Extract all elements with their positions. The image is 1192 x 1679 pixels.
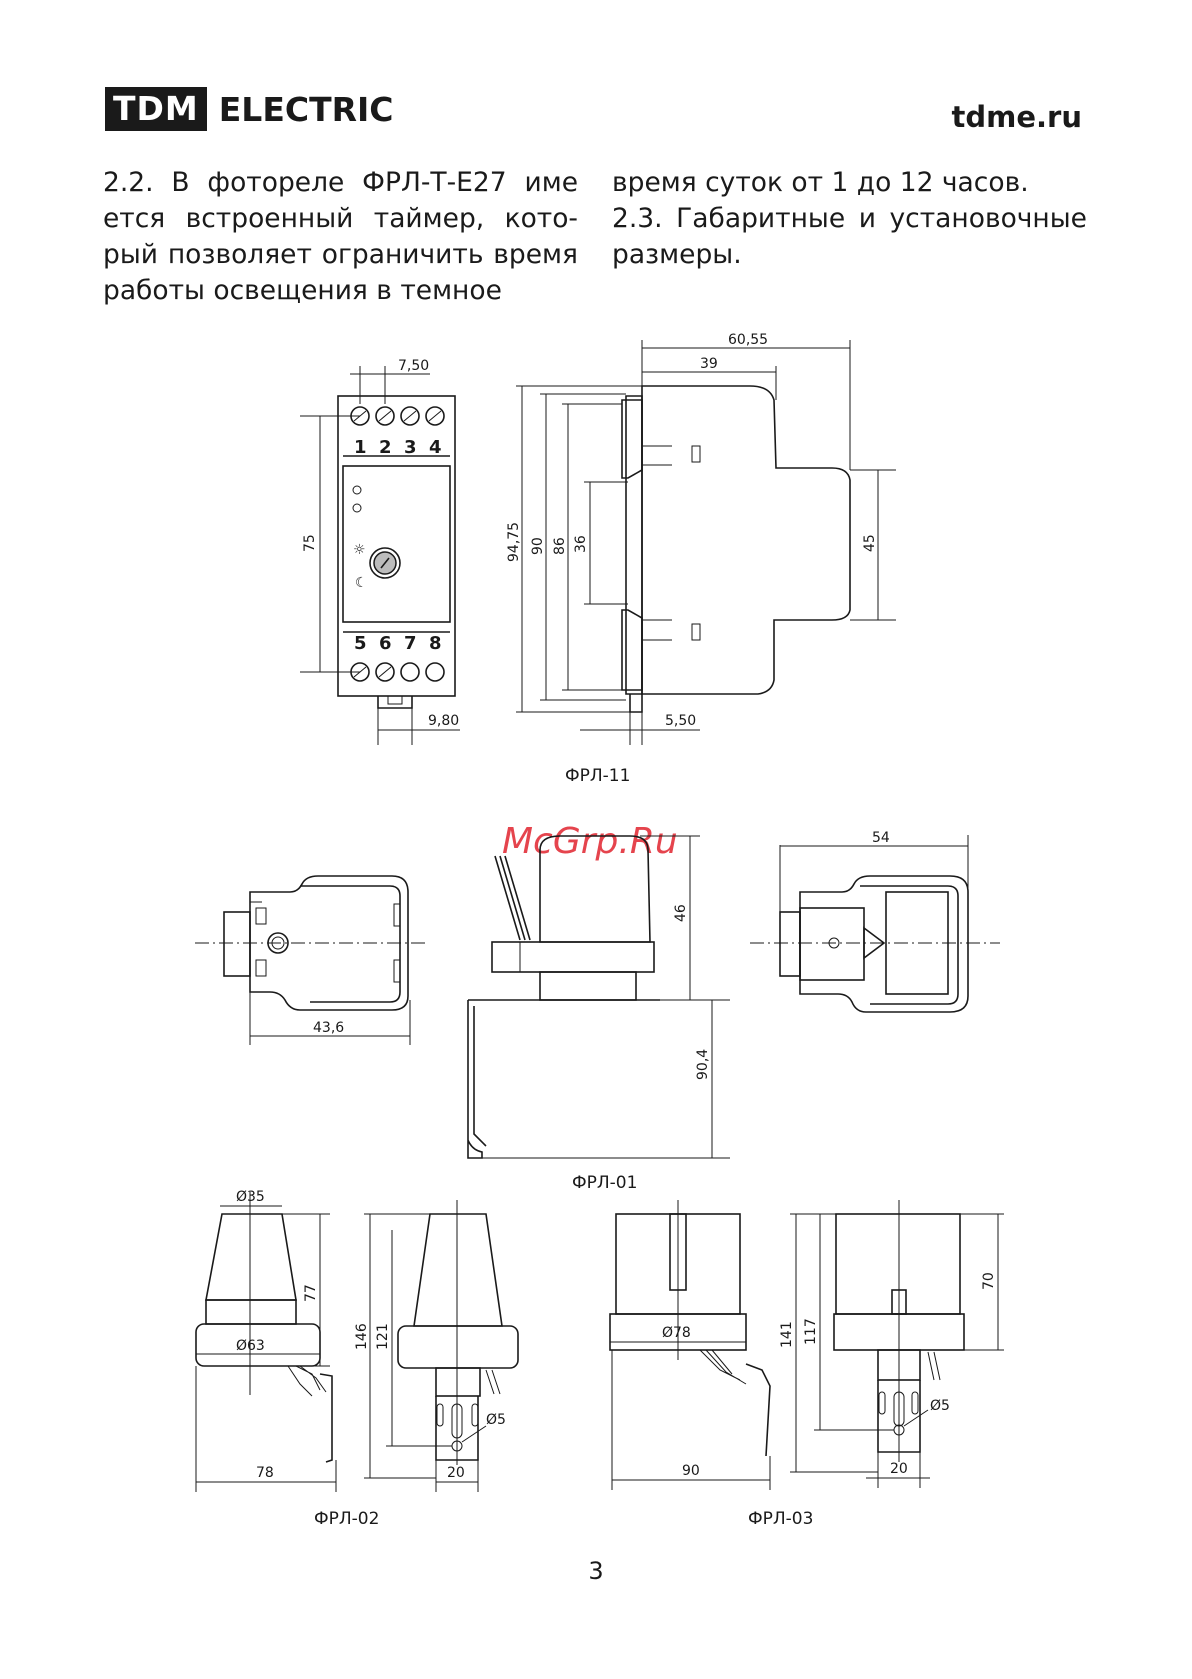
text-column-left: 2.2. В фотореле ФРЛ-Т-Е27 име ется встро… <box>103 165 578 309</box>
terminal-6: 6 <box>379 633 392 654</box>
dim-39: 39 <box>700 356 718 372</box>
logo-box: TDM <box>105 87 207 131</box>
terminal-3: 3 <box>404 437 417 458</box>
dim-86: 86 <box>552 537 568 555</box>
dim-94-75: 94,75 <box>506 522 522 562</box>
paragraph-2-2-end: время суток от 1 до 12 часов. <box>612 167 1029 198</box>
dim-9-80: 9,80 <box>428 713 459 729</box>
dim-d5-frl02: Ø5 <box>486 1412 506 1428</box>
logo-word: ELECTRIC <box>218 89 394 129</box>
terminal-2: 2 <box>379 437 392 458</box>
paragraph-2-3: 2.3. Габаритные и установочные размеры. <box>612 203 1087 270</box>
dim-43-6: 43,6 <box>313 1020 344 1036</box>
terminal-8: 8 <box>429 633 442 654</box>
paragraph-2-2: 2.2. В фотореле ФРЛ-Т-Е27 име ется встро… <box>103 167 578 306</box>
dim-117: 117 <box>803 1318 819 1345</box>
frl01-rear-view: 54 <box>750 830 1000 1013</box>
frl11-front-view: 1 2 3 4 ☼ ☾ 5 6 7 8 7,50 <box>300 358 460 745</box>
frl02-front-view: Ø35 Ø63 77 78 <box>195 1189 337 1492</box>
caption-frl01: ФРЛ-01 <box>572 1173 637 1193</box>
dim-7-50: 7,50 <box>398 358 429 374</box>
dim-77: 77 <box>303 1284 319 1302</box>
text-column-right: время суток от 1 до 12 часов. 2.3. Габар… <box>612 165 1087 273</box>
dim-36: 36 <box>573 535 589 553</box>
dim-45: 45 <box>862 534 878 552</box>
terminal-1: 1 <box>354 437 367 458</box>
dim-60-55: 60,55 <box>728 332 768 348</box>
frl03-front-view: Ø78 90 <box>609 1200 771 1490</box>
frl02-side-view: 146 121 Ø5 20 <box>354 1200 519 1492</box>
frl01-side-view: 46 90,4 <box>467 835 730 1159</box>
site-url: tdme.ru <box>951 100 1082 134</box>
terminal-4: 4 <box>429 437 442 458</box>
dim-78: 78 <box>256 1465 274 1481</box>
dim-d63: Ø63 <box>236 1338 265 1354</box>
frl01-top-view: 43,6 <box>195 875 425 1045</box>
terminal-5: 5 <box>354 633 367 654</box>
caption-frl11: ФРЛ-11 <box>565 766 630 786</box>
dim-90: 90 <box>530 537 546 555</box>
page-number: 3 <box>588 1557 604 1585</box>
watermark: McGrp.Ru <box>502 821 678 862</box>
frl11-side-view: 60,55 39 94,75 90 86 36 45 5,50 <box>506 332 896 745</box>
dim-46: 46 <box>673 904 689 922</box>
dim-d35: Ø35 <box>236 1189 265 1205</box>
dim-70: 70 <box>981 1272 997 1290</box>
brand-logo: TDM ELECTRIC <box>105 87 394 131</box>
moon-icon: ☾ <box>355 575 368 591</box>
dim-90-frl03: 90 <box>682 1463 700 1479</box>
dim-75: 75 <box>302 534 318 552</box>
dim-121: 121 <box>375 1323 391 1350</box>
dim-141: 141 <box>779 1321 795 1348</box>
frl03-side-view: 141 117 70 Ø5 20 <box>779 1200 1004 1488</box>
dim-5-50: 5,50 <box>665 713 696 729</box>
terminal-7: 7 <box>404 633 417 654</box>
dim-90-4: 90,4 <box>695 1049 711 1080</box>
dim-20-frl03: 20 <box>890 1461 908 1477</box>
dim-d78-frl03: Ø78 <box>662 1325 691 1341</box>
dim-20-frl02: 20 <box>447 1465 465 1481</box>
dim-54: 54 <box>872 830 890 846</box>
sun-icon: ☼ <box>353 542 366 558</box>
dim-146: 146 <box>354 1323 370 1350</box>
dim-d5-frl03: Ø5 <box>930 1398 950 1414</box>
caption-frl02: ФРЛ-02 <box>314 1509 379 1529</box>
caption-frl03: ФРЛ-03 <box>748 1509 813 1529</box>
